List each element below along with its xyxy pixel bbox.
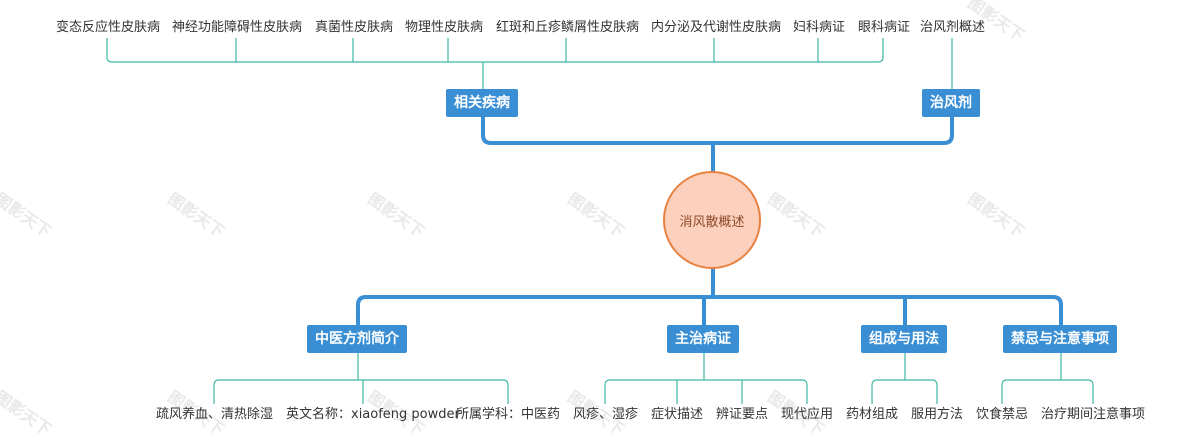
- leaf-taboo[interactable]: 治疗期间注意事项: [1041, 407, 1146, 422]
- leaf-taboo[interactable]: 饮食禁忌: [976, 407, 1029, 422]
- leaf-indication[interactable]: 症状描述: [651, 407, 704, 422]
- leaf-intro[interactable]: 疏风养血、清热除湿: [156, 407, 274, 422]
- leaf-indication[interactable]: 辨证要点: [716, 407, 769, 422]
- branch-indications[interactable]: 主治病证: [667, 325, 739, 353]
- branch-label: 中医方剂简介: [315, 331, 399, 347]
- leaf-indication[interactable]: 风疹、湿疹: [573, 407, 639, 422]
- leaf-related-disease[interactable]: 妇科病证: [793, 20, 846, 35]
- central-topic-label: 消风散概述: [679, 214, 745, 230]
- leaf-usage[interactable]: 药材组成: [846, 407, 899, 422]
- central-topic[interactable]: 消风散概述: [663, 171, 761, 269]
- branch-label: 相关疾病: [454, 95, 510, 111]
- branch-label: 治风剂: [930, 95, 972, 111]
- branch-related-diseases[interactable]: 相关疾病: [446, 89, 518, 117]
- leaf-indication[interactable]: 现代应用: [781, 407, 834, 422]
- leaf-related-disease[interactable]: 内分泌及代谢性皮肤病: [651, 20, 782, 35]
- leaf-intro[interactable]: 所属学科：中医药: [456, 407, 561, 422]
- branch-label: 组成与用法: [869, 331, 939, 347]
- leaf-related-disease[interactable]: 真菌性皮肤病: [315, 20, 394, 35]
- leaf-related-disease[interactable]: 物理性皮肤病: [405, 20, 484, 35]
- leaf-usage[interactable]: 服用方法: [911, 407, 964, 422]
- leaf-formula-overview[interactable]: 治风剂概述: [920, 20, 986, 35]
- branch-composition-usage[interactable]: 组成与用法: [861, 325, 947, 353]
- leaf-intro[interactable]: 英文名称：xiaofeng powder: [286, 407, 460, 422]
- branch-label: 禁忌与注意事项: [1011, 331, 1109, 347]
- leaf-related-disease[interactable]: 变态反应性皮肤病: [56, 20, 161, 35]
- leaf-related-disease[interactable]: 神经功能障碍性皮肤病: [172, 20, 303, 35]
- branch-label: 主治病证: [675, 331, 731, 347]
- leaf-related-disease[interactable]: 眼科病证: [858, 20, 911, 35]
- leaf-related-disease[interactable]: 红斑和丘疹鳞屑性皮肤病: [496, 20, 640, 35]
- branch-wind-formula[interactable]: 治风剂: [922, 89, 980, 117]
- branch-tcm-intro[interactable]: 中医方剂简介: [307, 325, 407, 353]
- branch-taboos[interactable]: 禁忌与注意事项: [1003, 325, 1117, 353]
